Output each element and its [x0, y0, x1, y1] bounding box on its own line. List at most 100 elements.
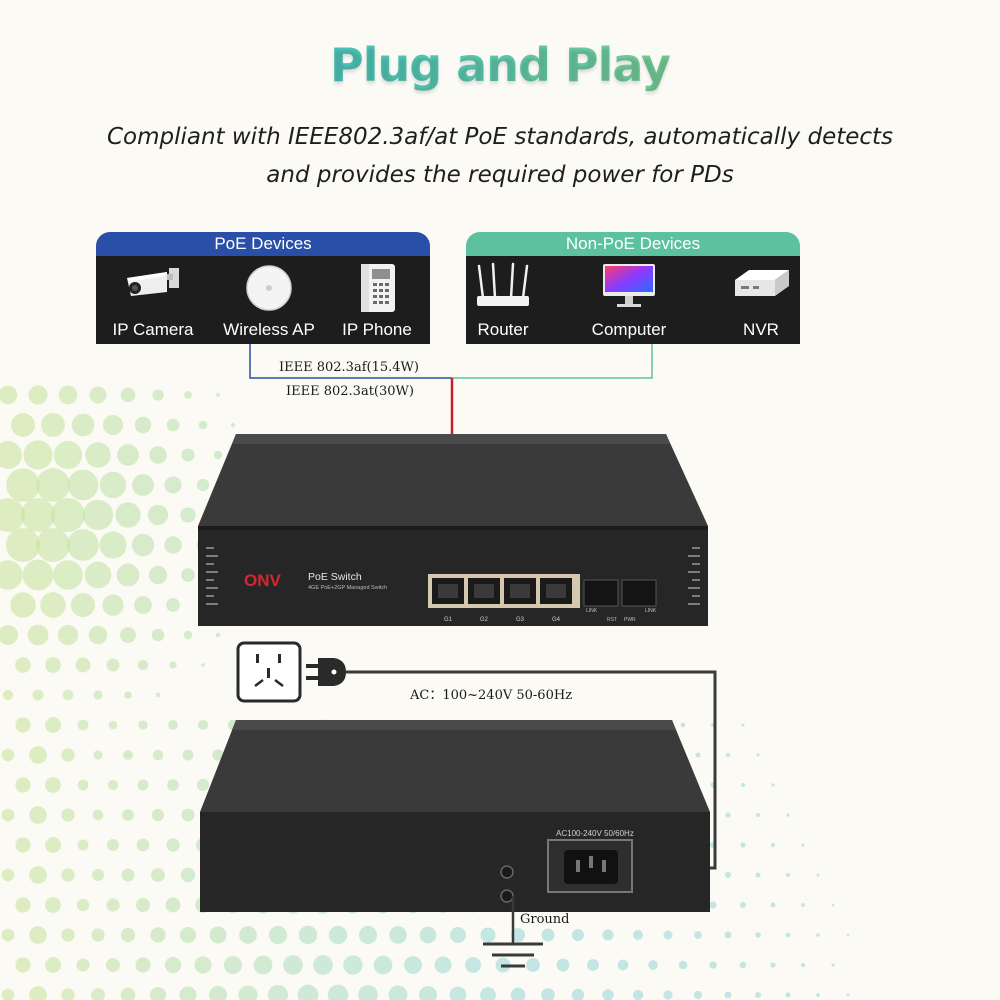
background-dot — [648, 960, 658, 970]
rst-label: RST — [607, 617, 617, 623]
device-computer: Computer — [564, 256, 694, 344]
port-g2[interactable] — [468, 578, 500, 604]
background-dot — [633, 930, 643, 940]
background-dot — [148, 565, 168, 585]
background-dot — [181, 448, 195, 462]
background-dot — [771, 783, 775, 787]
ground-symbol-circle — [500, 889, 514, 903]
background-dot — [167, 779, 179, 791]
background-dot — [71, 413, 95, 437]
poe-connection-line — [249, 344, 452, 379]
background-dot — [150, 927, 166, 943]
background-dot — [15, 837, 31, 853]
port-g4[interactable] — [540, 578, 572, 604]
background-dot — [107, 839, 119, 851]
background-dot — [150, 987, 166, 1000]
background-dot — [1, 928, 15, 942]
background-dot — [1, 868, 15, 882]
background-dot — [198, 420, 208, 430]
power-plug-icon — [306, 658, 346, 686]
background-dot — [93, 690, 103, 700]
background-dot — [91, 928, 105, 942]
background-dot — [786, 813, 790, 817]
background-dot — [53, 440, 83, 470]
background-dot — [155, 692, 161, 698]
background-dot — [106, 658, 120, 672]
background-dot — [53, 560, 83, 590]
background-dot — [480, 927, 496, 943]
background-dot — [709, 961, 717, 969]
non-poe-devices-body: Router Computer — [466, 256, 800, 344]
device-router: Router — [438, 256, 568, 344]
device-ip-camera: IP Camera — [88, 256, 218, 344]
background-dot — [268, 925, 288, 945]
background-dot — [419, 926, 437, 944]
background-dot — [267, 984, 289, 1000]
background-dot — [180, 867, 196, 883]
background-dot — [85, 442, 111, 468]
background-dot — [15, 957, 31, 973]
background-dot — [541, 928, 555, 942]
background-dot — [223, 955, 243, 975]
background-dot — [754, 991, 762, 999]
background-dot — [709, 901, 717, 909]
background-dot — [152, 389, 164, 401]
background-dot — [693, 990, 703, 1000]
ground-screw — [500, 865, 514, 879]
background-dot — [212, 749, 224, 761]
background-dot — [0, 385, 18, 405]
background-dot — [739, 961, 747, 969]
background-dot — [215, 632, 221, 638]
background-dot — [21, 498, 55, 532]
background-dot — [419, 986, 437, 1000]
background-dot — [149, 446, 167, 464]
background-dot — [179, 986, 197, 1000]
background-dot — [166, 418, 180, 432]
device-label-wireless-ap: Wireless AP — [223, 320, 315, 339]
background-dot — [632, 989, 644, 1000]
device-ip-phone: IP Phone — [312, 256, 442, 344]
background-dot — [45, 777, 61, 793]
ground-label: Ground — [520, 912, 570, 927]
rear-power-rating: AC100-240V 50/60Hz — [556, 829, 634, 838]
background-dot — [116, 563, 140, 587]
background-dot — [29, 866, 47, 884]
background-dot — [11, 413, 35, 437]
background-dot — [404, 956, 422, 974]
background-dot — [434, 956, 452, 974]
port-label-g2: G2 — [480, 617, 489, 623]
background-dot — [182, 749, 194, 761]
port-label-g3: G3 — [516, 617, 525, 623]
sfp-slot-2[interactable] — [621, 579, 657, 607]
background-dot — [196, 478, 210, 492]
background-dot — [785, 872, 791, 878]
sfp-slot-1[interactable] — [583, 579, 619, 607]
poe-devices-title: PoE Devices — [96, 232, 430, 256]
non-poe-devices-panel: Non-PoE Devices Router — [466, 232, 800, 344]
background-dot — [571, 988, 585, 1000]
background-dot — [846, 933, 850, 937]
background-dot — [755, 872, 761, 878]
background-dot — [135, 897, 151, 913]
background-dot — [15, 897, 31, 913]
background-dot — [510, 987, 526, 1000]
background-dot — [91, 868, 105, 882]
computer-icon — [603, 264, 655, 307]
background-dot — [151, 808, 165, 822]
background-dot — [695, 752, 701, 758]
port-g3[interactable] — [504, 578, 536, 604]
background-dot — [15, 657, 31, 673]
background-dot — [183, 630, 193, 640]
background-dot — [801, 903, 805, 907]
background-dot — [99, 531, 127, 559]
switch-model: PoE Switch — [308, 571, 362, 583]
background-dot — [132, 474, 154, 496]
background-dot — [131, 533, 155, 557]
background-dot — [137, 659, 149, 671]
background-dot — [137, 779, 149, 791]
background-dot — [541, 988, 555, 1000]
background-dot — [196, 778, 210, 792]
background-dot — [124, 691, 132, 699]
port-g1[interactable] — [432, 578, 464, 604]
subtitle-line-1: Compliant with IEEE802.3af/at PoE standa… — [106, 124, 894, 150]
